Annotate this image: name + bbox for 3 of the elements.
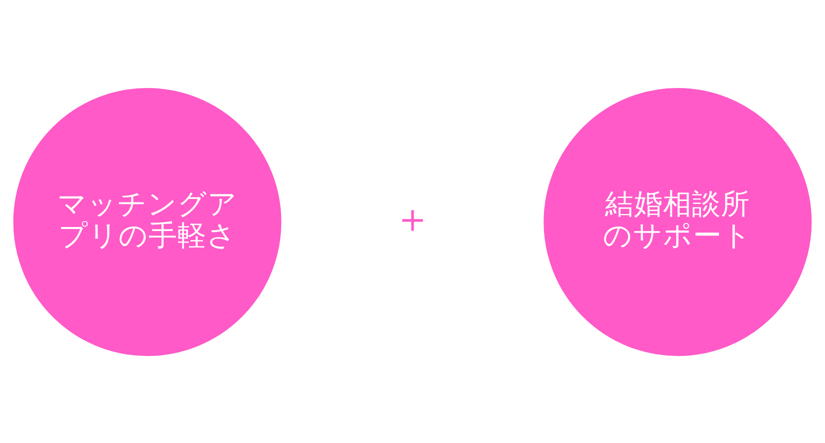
node-circle: 結婚相談所のサポート	[544, 88, 812, 356]
node-circle: マッチングアプリの手軽さ	[13, 88, 282, 356]
label: ＋	[392, 195, 432, 242]
